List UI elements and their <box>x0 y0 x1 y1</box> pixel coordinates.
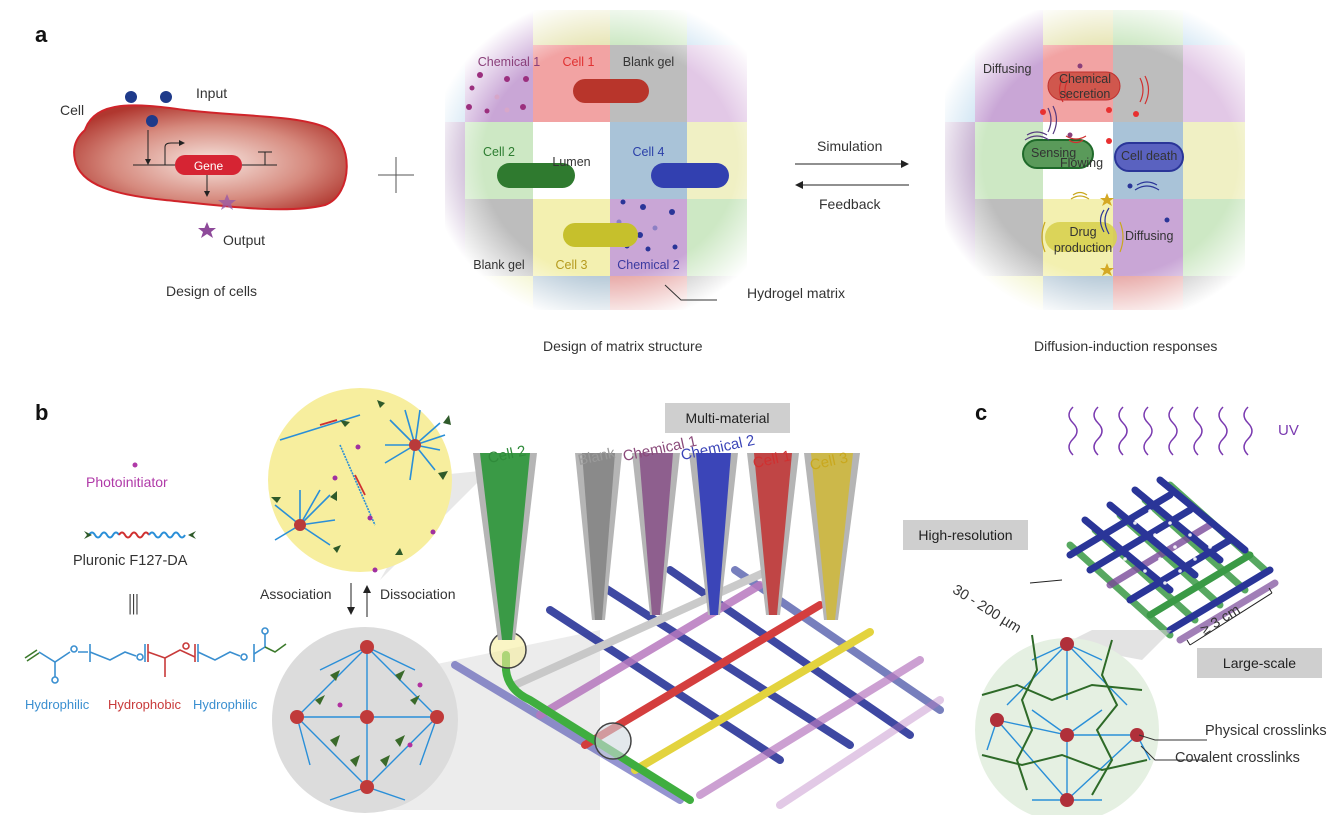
output-label: Output <box>223 232 266 248</box>
responses-caption: Diffusion-induction responses <box>1034 338 1218 354</box>
chemical-structure <box>24 627 287 684</box>
matrix-cell-cell-3: Cell 3 <box>555 258 588 272</box>
cell-4-bacterium <box>651 163 729 188</box>
response-chemical-secretion: Chemical secretion <box>1058 72 1112 101</box>
matrix-cell-cell-1: Cell 1 <box>562 55 595 69</box>
input-dot <box>146 115 158 127</box>
matrix-cell-chemical-2: Chemical 2 <box>617 258 680 272</box>
covalent-crosslinks-label: Covalent crosslinks <box>1175 750 1300 766</box>
output-star <box>218 194 236 210</box>
nozzle-chemical-2 <box>689 453 738 615</box>
secretion-bacterium <box>1047 71 1121 101</box>
gene-label: Gene <box>194 159 224 173</box>
nozzle-chemical-1 <box>632 453 680 615</box>
cell-2-bacterium <box>497 163 575 188</box>
hydrophilic-label-2: Hydrophilic <box>193 697 258 712</box>
cell-diagram: Gene <box>73 91 348 238</box>
matrix-cell-chemical-1: Chemical 1 <box>477 55 541 69</box>
hydrophilic-label-1: Hydrophilic <box>25 697 90 712</box>
physical-crosslinks-label: Physical crosslinks <box>1205 723 1327 739</box>
cell-3-bacterium <box>563 223 638 247</box>
equivalence-symbol: ||| <box>128 590 139 615</box>
gene-box <box>175 155 242 175</box>
uv-label: UV <box>1278 422 1299 439</box>
output-star <box>198 222 216 238</box>
large-scale-badge: Large-scale <box>1197 648 1322 678</box>
photoinitiator-label: Photoinitiator <box>86 474 168 490</box>
nozzle-cell-3 <box>804 453 860 620</box>
matrix-cell-blank-gel-2: Blank gel <box>473 258 525 272</box>
cell-1-bacterium <box>573 79 649 103</box>
response-sensing: Sensing <box>1031 146 1077 160</box>
hydrogel-matrix-label: Hydrogel matrix <box>747 285 846 301</box>
response-cell-death: Cell death <box>1121 149 1178 163</box>
lattice-cube <box>1029 476 1279 646</box>
matrix-cell-lumen: Lumen <box>552 155 591 169</box>
diffusion-responses: Diffusing Chemical secretion Sensing Flo… <box>945 10 1275 310</box>
matrix-cell-blank-gel: Blank gel <box>622 55 675 69</box>
resolution-label: 30 - 200 µm <box>949 582 1024 637</box>
matrix-cell-cell-2: Cell 2 <box>483 145 515 159</box>
matrix-cell-cell-4: Cell 4 <box>632 145 665 159</box>
nozzle-cell-2 <box>473 453 537 640</box>
input-dot <box>125 91 137 103</box>
sensing-bacterium <box>1022 139 1094 169</box>
micelle-solution-view <box>268 388 452 573</box>
plus-icon <box>378 157 414 193</box>
death-bacterium <box>1114 142 1184 172</box>
multi-material-badge: Multi-material <box>665 403 790 433</box>
simulation-label: Simulation <box>817 138 883 154</box>
cell-label: Cell <box>60 102 85 118</box>
simulation-arrow <box>795 160 909 189</box>
uv-waves-icon <box>1068 406 1253 456</box>
dissociation-label: Dissociation <box>380 586 456 602</box>
feedback-label: Feedback <box>819 196 881 212</box>
response-diffusing-1: Diffusing <box>983 62 1032 76</box>
drug-bacterium <box>1045 222 1117 252</box>
polymer-chain-icon <box>84 531 196 539</box>
association-dissociation-arrows <box>347 583 371 617</box>
matrix-structure: Chemical 1 Cell 1 Blank gel Cell 2 Lumen… <box>445 10 775 310</box>
printed-lattice <box>451 566 944 809</box>
panel-a-label: a <box>35 22 48 47</box>
photoinitiator-dot <box>132 462 138 468</box>
panel-c-label: c <box>975 400 988 425</box>
micelle-gel-view <box>272 627 458 813</box>
crosslink-network-view <box>975 630 1172 815</box>
nozzle-cell-1 <box>747 453 799 615</box>
crosslink-leaders <box>1138 734 1207 761</box>
response-drug-production: Drug production <box>1053 225 1113 255</box>
nozzle-blank <box>575 453 622 620</box>
magnifier-ring-bottom <box>594 722 632 760</box>
input-dot <box>160 91 172 103</box>
hydrophobic-label: Hydrophobic <box>108 697 181 712</box>
cells-caption: Design of cells <box>166 283 258 299</box>
response-diffusing-2: Diffusing <box>1125 229 1174 243</box>
panel-b-label: b <box>35 400 49 425</box>
response-flowing: Flowing <box>1060 156 1104 170</box>
nozzle-array <box>473 453 860 640</box>
matrix-caption: Design of matrix structure <box>543 338 703 354</box>
high-resolution-badge: High-resolution <box>903 520 1028 550</box>
input-label: Input <box>196 85 228 101</box>
association-label: Association <box>260 586 332 602</box>
polymer-label: Pluronic F127-DA <box>73 553 188 569</box>
